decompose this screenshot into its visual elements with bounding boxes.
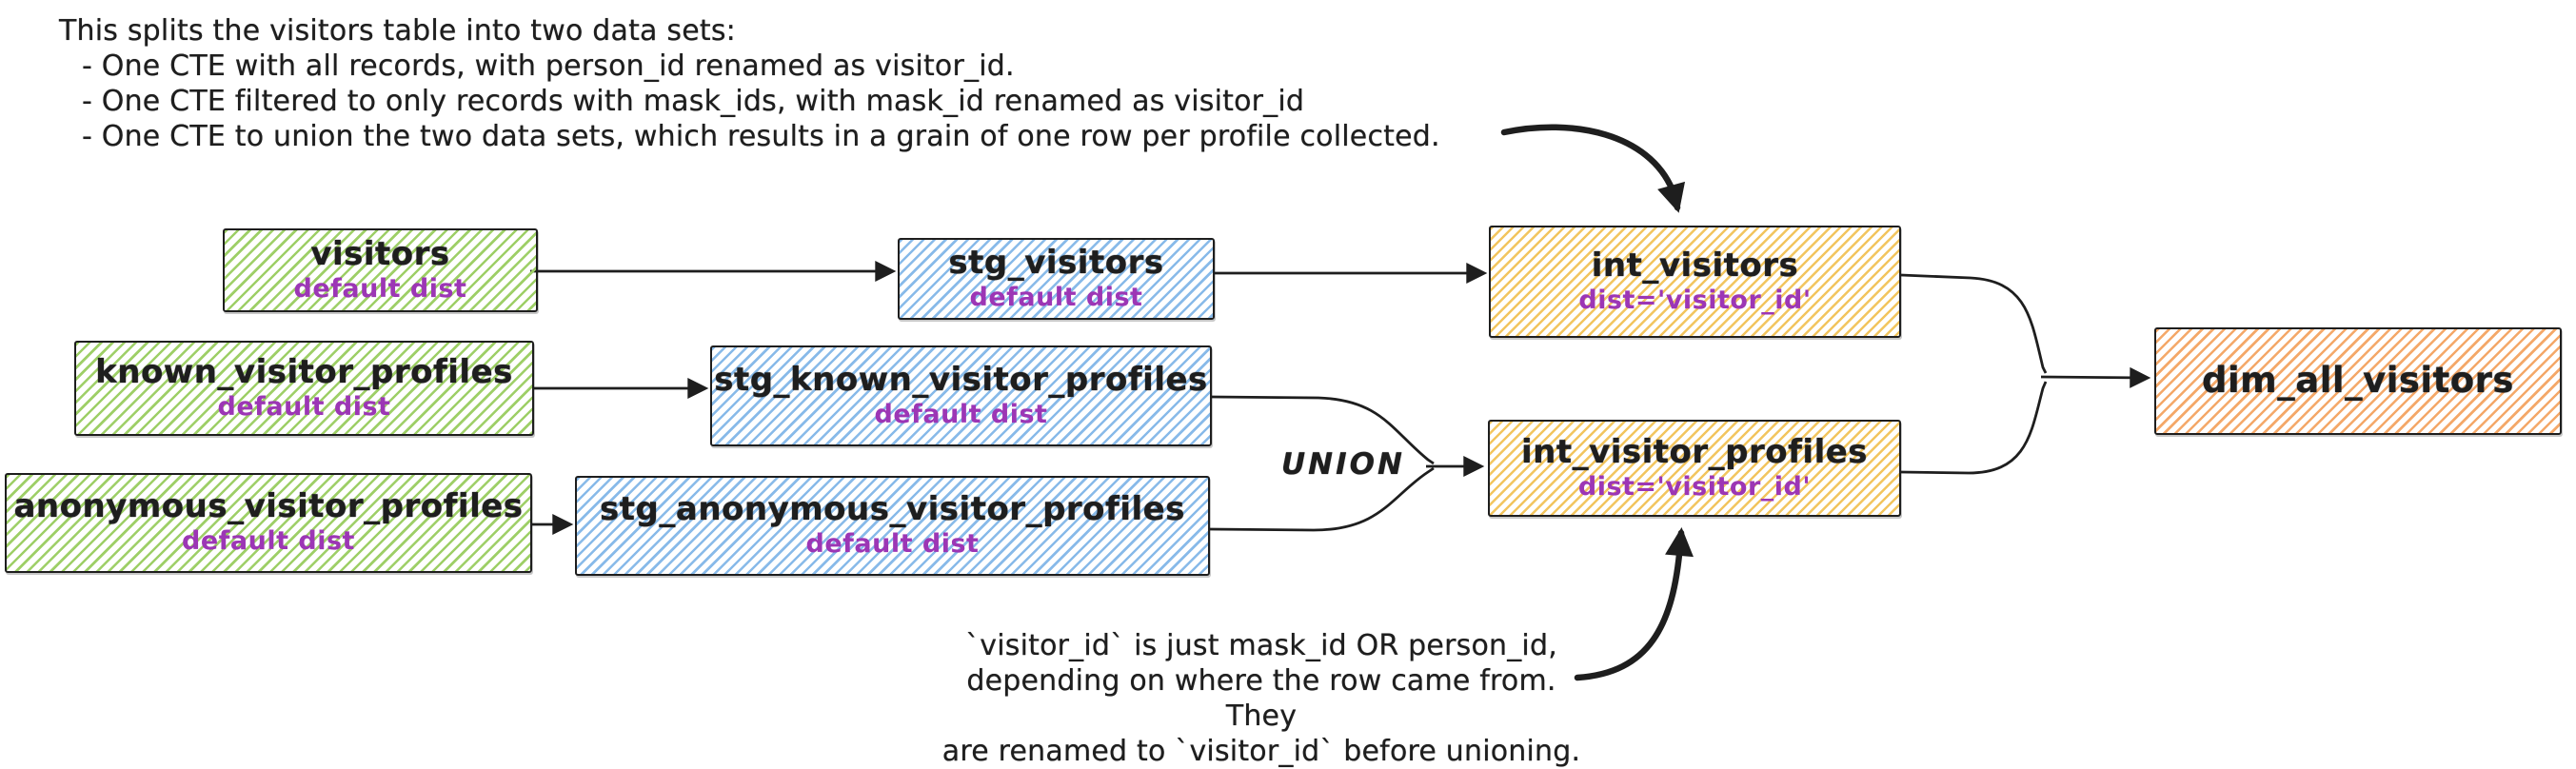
top-annotation-bullet: - One CTE with all records, with person_… [82,49,1015,83]
node-title: stg_visitors [948,243,1164,282]
node-title: stg_anonymous_visitor_profiles [600,490,1185,529]
edge-int-visitor-profiles-to-dim-merge [1900,381,2048,475]
node-title: known_visitor_profiles [95,352,513,391]
node-title: visitors [310,234,450,273]
node-title: int_visitor_profiles [1520,432,1869,471]
node-int-visitor-profiles[interactable]: int_visitor_profiles dist='visitor_id' [1488,420,1901,517]
edge-dim-merge-to-dim-all-visitors [2040,366,2151,388]
callout-arrow-top-annotation-to-int-visitors [1500,124,1686,213]
top-annotation-bullet: - One CTE to union the two data sets, wh… [82,120,1440,153]
node-dist-label: dist='visitor_id' [1577,471,1812,502]
top-annotation: This splits the visitors table into two … [59,13,1440,154]
node-title: stg_known_visitor_profiles [714,360,1208,399]
node-dist-label: default dist [217,391,391,422]
edge-int-visitors-to-dim-merge [1900,273,2048,374]
node-title: int_visitors [1591,246,1799,285]
bottom-annotation-line: `visitor_id` is just mask_id OR person_i… [965,629,1557,662]
node-dist-label: default dist [182,526,355,557]
node-dist-label: default dist [805,529,980,560]
node-int-visitors[interactable]: int_visitors dist='visitor_id' [1489,226,1901,338]
top-annotation-intro: This splits the visitors table into two … [59,14,736,48]
bottom-annotation-line: are renamed to `visitor_id` before union… [941,735,1581,768]
node-dist-label: default dist [874,399,1048,429]
diagram-canvas: This splits the visitors table into two … [5,13,2562,768]
node-stg-visitors[interactable]: stg_visitors default dist [898,238,1215,320]
node-dim-all-visitors[interactable]: dim_all_visitors [2154,327,2562,435]
top-annotation-bullet: - One CTE filtered to only records with … [82,85,1305,118]
bottom-annotation-line: depending on where the row came from. Th… [966,664,1556,733]
node-stg-known-visitor-profiles[interactable]: stg_known_visitor_profiles default dist [710,345,1212,446]
node-visitors[interactable]: visitors default dist [223,228,538,312]
bottom-annotation: `visitor_id` is just mask_id OR person_i… [928,628,1595,769]
node-stg-anonymous-visitor-profiles[interactable]: stg_anonymous_visitor_profiles default d… [575,476,1210,576]
node-title: anonymous_visitor_profiles [13,487,524,526]
node-dist-label: default dist [969,282,1143,312]
node-dist-label: dist='visitor_id' [1578,285,1812,315]
node-known-visitor-profiles[interactable]: known_visitor_profiles default dist [74,341,534,436]
node-title: dim_all_visitors [2202,360,2514,402]
node-anonymous-visitor-profiles[interactable]: anonymous_visitor_profiles default dist [5,473,532,573]
node-dist-label: default dist [293,273,467,304]
union-edge-label: UNION [1281,447,1405,482]
